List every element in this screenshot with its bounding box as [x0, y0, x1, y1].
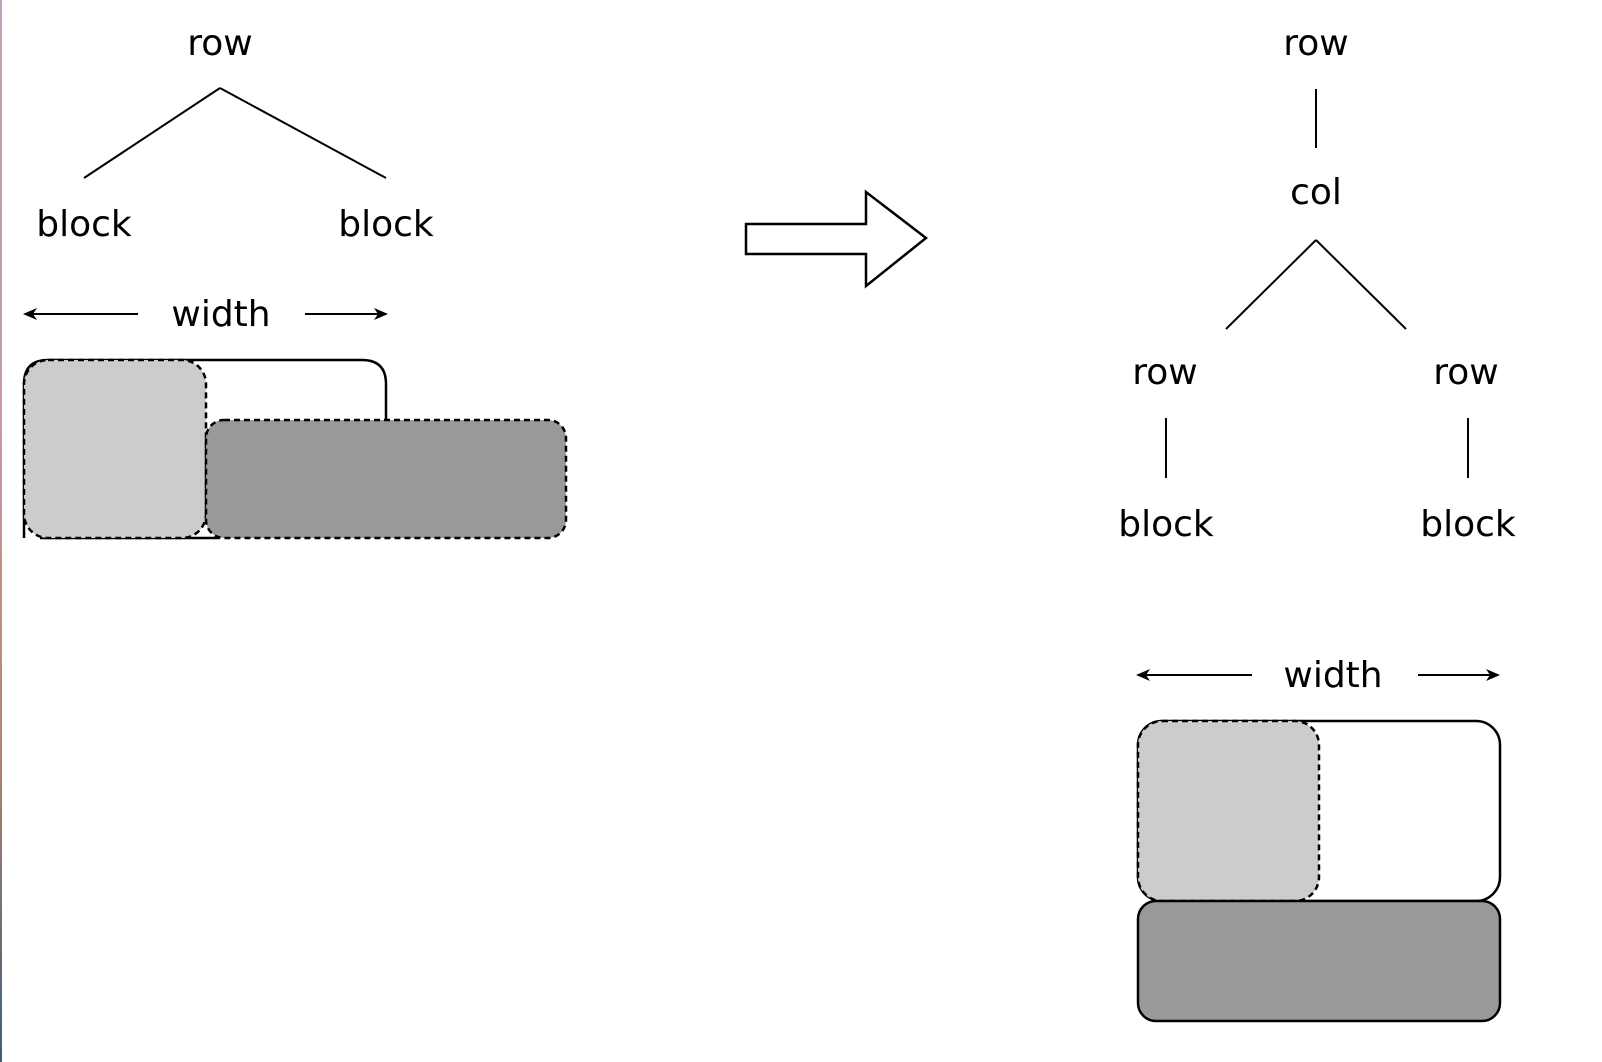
right-edge-col-to-row-2: [1315, 239, 1407, 330]
right-tree: row col row row block block: [1118, 23, 1516, 545]
right-root-label: row: [1283, 23, 1348, 64]
left-block-label-1: block: [36, 204, 132, 245]
right-col-label: col: [1290, 172, 1342, 213]
left-width-dimension: width: [23, 294, 388, 335]
left-edge-to-block-1: [83, 87, 221, 179]
right-light-block: [1136, 719, 1321, 903]
transform-arrow-icon: [744, 189, 929, 289]
left-edge-to-block-2: [219, 87, 387, 179]
right-row-label-1: row: [1132, 352, 1197, 393]
right-width-dimension: width: [1136, 655, 1500, 696]
left-dark-block: [204, 418, 568, 540]
right-width-label: width: [1283, 655, 1382, 696]
right-block-label-1: block: [1118, 504, 1214, 545]
right-dark-block: [1136, 899, 1502, 1023]
right-layout-boxes: [1136, 719, 1502, 1023]
left-block-label-2: block: [338, 204, 434, 245]
right-block-label-2: block: [1420, 504, 1516, 545]
left-root-label: row: [187, 23, 252, 64]
left-light-block: [22, 358, 208, 540]
left-edge-stripe: [0, 0, 2, 1062]
right-edge-col-to-row-1: [1225, 239, 1317, 330]
left-width-label: width: [171, 294, 270, 335]
left-layout-boxes: [22, 358, 568, 540]
right-row-label-2: row: [1433, 352, 1498, 393]
left-tree: row block block: [36, 23, 434, 245]
